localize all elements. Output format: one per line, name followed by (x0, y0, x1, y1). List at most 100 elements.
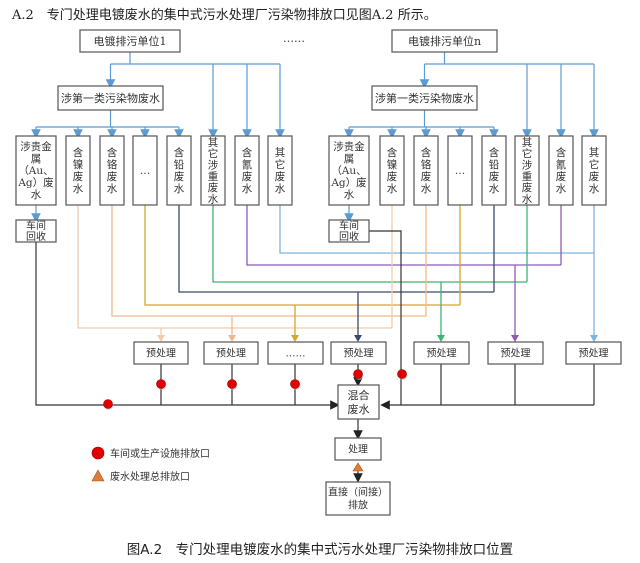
stream-box-other-label: 它 (275, 158, 286, 171)
other-wastewater-line (279, 205, 594, 254)
category-box-2-label: 涉第一类污染物废水 (375, 91, 474, 105)
stream-box-other1: … (132, 135, 158, 206)
stream-box-chromium-label: 含 (421, 146, 432, 159)
right-recovery-line (369, 230, 402, 410)
pretreat-box-frame (413, 341, 470, 365)
outlet-marker-icon (290, 379, 300, 389)
workshop-recovery-box-2-label: 回收 (339, 230, 359, 243)
stream-box-precious-label: 属 (31, 153, 42, 165)
stream-box-chromium-label: 含 (107, 146, 118, 159)
pretreat-arrowhead-icon (511, 335, 519, 342)
stream-box-cyanide-label: 氰 (556, 158, 567, 171)
stream-box-cyanide-label: 水 (242, 183, 253, 195)
stream-box-otherheavy-label: 它 (208, 147, 219, 160)
other-heavy-line (212, 205, 527, 283)
pretreat-arrowhead-icon (354, 335, 362, 342)
stream-box-otherheavy-label: 水 (522, 193, 533, 205)
stream-box-otherheavy-label: 废 (522, 181, 533, 194)
pollution-unit-1-frame (79, 29, 181, 53)
pretreat-box-label: …… (286, 349, 306, 360)
pretreat-arrowhead-icon (157, 335, 165, 342)
stream-box-precious-frame (15, 135, 57, 206)
pretreat-box: 预处理 (565, 341, 622, 365)
chromium-line (111, 205, 426, 317)
pretreat-box-label: 预处理 (427, 348, 457, 360)
category-box-2: 涉第一类污染物废水 (371, 85, 478, 111)
pretreat-box-frame (203, 341, 259, 365)
stream-box-other-frame (267, 135, 293, 206)
stream-box-nickel-label: 废 (387, 170, 398, 183)
stream-box-cyanide-label: 氰 (242, 158, 253, 171)
pollution-unit-1-label: 电镀排污单位1 (94, 34, 167, 48)
stream-box-other1-frame (132, 135, 158, 206)
stream-box-lead-label: 含 (489, 146, 500, 159)
stream-box-otherheavy-label: 涉 (208, 159, 219, 172)
stream-box-other-label: 它 (589, 158, 600, 171)
workshop-recovery-box-1-frame (15, 219, 57, 243)
stream-box-other1-frame (447, 135, 473, 206)
nickel-line (77, 205, 392, 329)
stream-box-nickel-label: 水 (387, 183, 398, 195)
mixed-wastewater-box-label: 混合 (348, 388, 370, 402)
stream-box-otherheavy-frame (514, 135, 540, 206)
stream-box-nickel-label: 镍 (73, 158, 84, 171)
discharge-box-frame (325, 481, 391, 516)
stream-box-other1: … (447, 135, 473, 206)
legend-label-outlet: 车间或生产设施排放口 (110, 447, 210, 460)
intro-text: A.2 专门处理电镀废水的集中式污水处理厂污染物排放口见图A.2 所示。 (12, 8, 437, 23)
stream-box-precious-label: （Au、 (18, 165, 53, 177)
lead-line (178, 205, 494, 293)
cyanide-line (246, 205, 561, 266)
stream-box-other-label: 水 (275, 183, 286, 195)
stream-box-nickel-frame (65, 135, 91, 206)
outlet-marker-icon (353, 369, 363, 379)
stream-box-other-label: 水 (589, 183, 600, 195)
stream-box-chromium-label: 废 (107, 170, 118, 183)
stream-box-cyanide-label: 含 (556, 146, 567, 159)
stream-box-otherheavy-label: 重 (208, 170, 219, 183)
stream-box-otherheavy-label: 其 (522, 137, 533, 149)
stream-box-otherheavy-label: 它 (522, 147, 533, 160)
category-box-1-label: 涉第一类污染物废水 (61, 91, 160, 105)
pretreat-arrowhead-icon (437, 335, 445, 342)
workshop-recovery-box-1-label: 车间 (26, 219, 46, 232)
workshop-recovery-box-1-label: 回收 (26, 230, 46, 243)
stream-box-lead-frame (166, 135, 192, 206)
discharge-box: 直接（间接）排放 (325, 481, 391, 516)
stream-box-cyanide-label: 水 (556, 183, 567, 195)
pretreat-arrowhead-icon (228, 335, 236, 342)
stream-box-chromium-frame (413, 135, 439, 206)
treatment-box-label: 处理 (348, 444, 368, 456)
stream-box-precious-label: 涉贵金 (333, 140, 365, 153)
other-metal-line (144, 205, 460, 306)
stream-box-other-label: 其 (275, 147, 286, 159)
final-outlet-marker-icon (352, 462, 364, 472)
stream-box-nickel-label: 镍 (387, 158, 398, 171)
stream-box-otherheavy-label: 重 (522, 170, 533, 183)
stream-box-chromium-label: 废 (421, 170, 432, 183)
pollution-unit-1: 电镀排污单位1 (79, 29, 181, 53)
stream-box-chromium-label: 铬 (421, 158, 432, 171)
pretreat-box-label: 预处理 (501, 348, 531, 360)
legend-orange-triangle-icon (91, 469, 105, 482)
stream-box-precious-label: 水 (344, 189, 355, 201)
pretreat-arrowhead-icon (291, 335, 299, 342)
workshop-recovery-box-2-label: 车间 (339, 219, 359, 232)
stream-box-chromium-label: 水 (421, 183, 432, 195)
stream-box-precious-label: Ag）废 (330, 176, 366, 189)
stream-box-nickel-label: 水 (73, 183, 84, 195)
stream-box-precious-label: 属 (344, 153, 355, 165)
stream-box-nickel-frame (379, 135, 405, 206)
pretreat-box-frame (133, 341, 189, 365)
